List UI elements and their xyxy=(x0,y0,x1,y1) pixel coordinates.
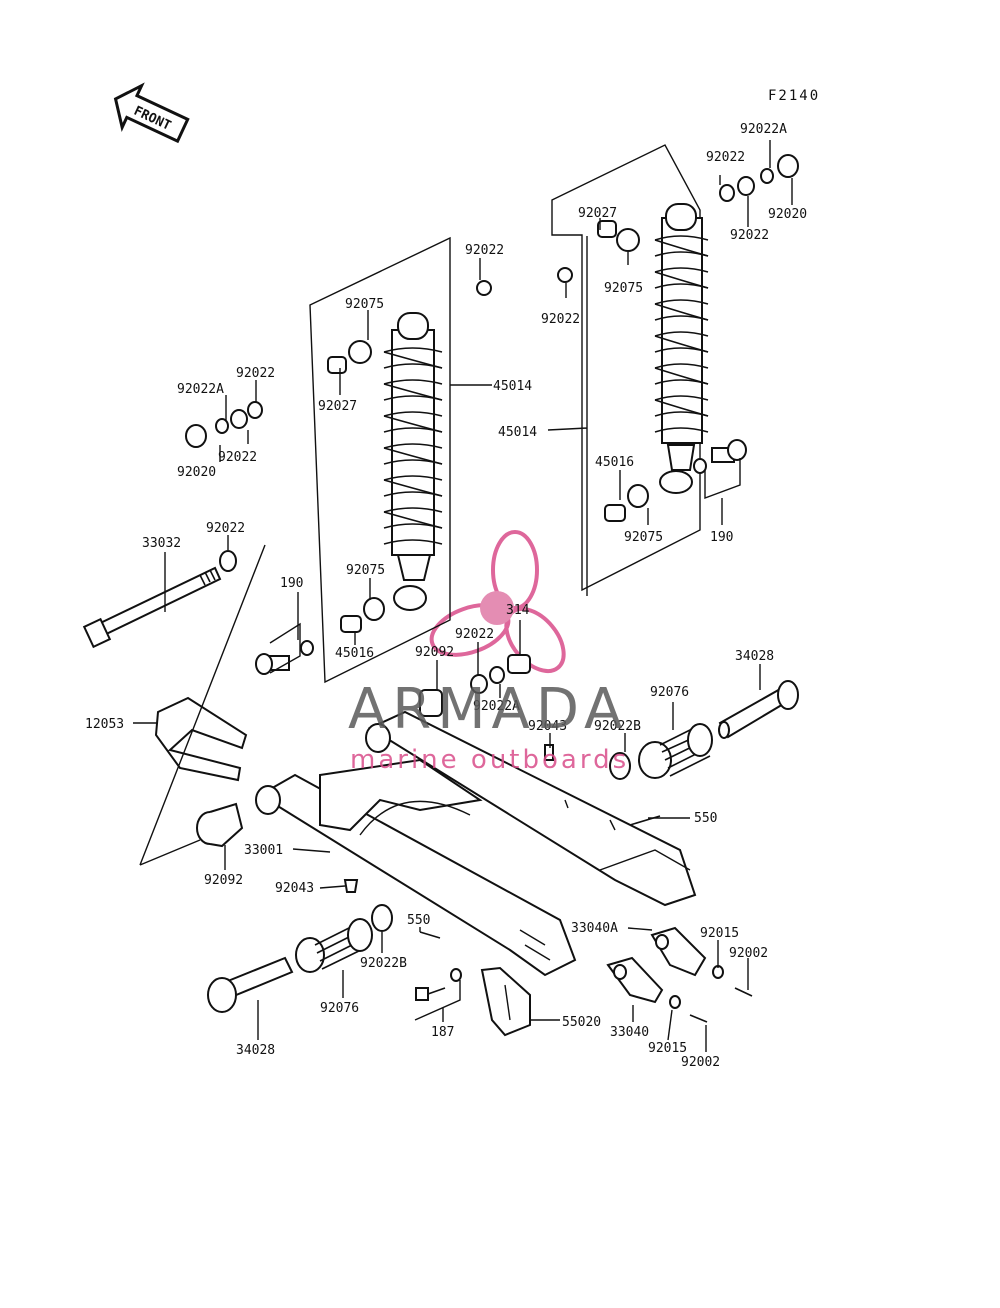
label-92015-right-top: 92015 xyxy=(700,926,739,941)
label-45014-right: 45014 xyxy=(498,425,537,440)
label-92022-right-mid: 92022 xyxy=(730,228,769,243)
label-550-left: 550 xyxy=(407,913,430,928)
label-190-left: 190 xyxy=(280,576,303,591)
label-92027-left: 92027 xyxy=(318,399,357,414)
label-92092-middle: 92092 xyxy=(415,645,454,660)
label-92027-right: 92027 xyxy=(578,206,617,221)
label-92022A-right: 92022A xyxy=(740,122,787,137)
watermark-brand: ARMADA xyxy=(348,677,628,742)
label-45016-right: 45016 xyxy=(595,455,634,470)
label-92022-right-left: 92022 xyxy=(541,312,580,327)
label-92022A-middle: 92022A xyxy=(473,699,520,714)
label-92002-right-top: 92002 xyxy=(729,946,768,961)
pivot-bolt-33032 xyxy=(82,550,237,649)
bolt-92043-left xyxy=(343,879,359,893)
label-55020: 55020 xyxy=(562,1015,601,1030)
label-314: 314 xyxy=(506,603,530,618)
right-shock-spring xyxy=(654,217,709,444)
label-92015-right-bottom: 92015 xyxy=(648,1041,687,1056)
label-92022B-left: 92022B xyxy=(360,956,407,971)
bump-rubber-92076-left xyxy=(295,904,393,973)
label-92022-top-center: 92022 xyxy=(465,243,504,258)
label-12053: 12053 xyxy=(85,717,124,732)
label-92076-right: 92076 xyxy=(650,685,689,700)
label-92022-middle: 92022 xyxy=(455,627,494,642)
label-92075-left-bottom: 92075 xyxy=(346,563,385,578)
front-arrow-icon: FRONT xyxy=(113,82,190,144)
bump-rubber-92076-right xyxy=(609,723,713,780)
label-92092-left: 92092 xyxy=(204,873,243,888)
label-92020-left: 92020 xyxy=(177,465,216,480)
label-34028-left: 34028 xyxy=(236,1043,275,1058)
label-92022-right-top: 92022 xyxy=(706,150,745,165)
label-33040: 33040 xyxy=(610,1025,649,1040)
label-33040A: 33040A xyxy=(571,921,618,936)
label-92076-left: 92076 xyxy=(320,1001,359,1016)
label-92075-right-bottom: 92075 xyxy=(624,530,663,545)
label-33032: 33032 xyxy=(142,536,181,551)
label-92022A-left: 92022A xyxy=(177,382,224,397)
label-92020-right: 92020 xyxy=(768,207,807,222)
leader-lines xyxy=(133,140,793,1052)
watermark: ARMADA marine outboards xyxy=(348,677,629,775)
label-92022-left-top: 92022 xyxy=(236,366,275,381)
label-34028-right: 34028 xyxy=(735,649,774,664)
watermark-tagline: marine outboards xyxy=(350,745,629,775)
label-92043-middle: 92043 xyxy=(528,719,567,734)
pivot-pin-34028-right xyxy=(718,680,799,739)
label-92002-right-bottom: 92002 xyxy=(681,1055,720,1070)
label-92022-left-bottom: 92022 xyxy=(218,450,257,465)
bolt-187 xyxy=(414,968,462,1021)
chain-adjuster-33040A xyxy=(650,926,753,997)
label-190-right: 190 xyxy=(710,530,733,545)
part-labels: 92022A 92022 92020 92022 92027 92075 920… xyxy=(85,122,807,1070)
swingarm-33001 xyxy=(255,710,697,977)
label-92022B-right: 92022B xyxy=(594,719,641,734)
chain-guide-12053 xyxy=(139,544,266,866)
left-shock-assembly xyxy=(185,236,531,717)
right-shock-assembly xyxy=(551,144,799,592)
label-45016-left: 45016 xyxy=(335,646,374,661)
label-92022-bolt: 92022 xyxy=(206,521,245,536)
label-187: 187 xyxy=(431,1025,454,1040)
label-92075-left-top: 92075 xyxy=(345,297,384,312)
bracket-55020 xyxy=(480,966,531,1037)
left-shock-spring xyxy=(383,329,443,556)
label-92075-right-top: 92075 xyxy=(604,281,643,296)
cotter-pin-550-left xyxy=(419,931,441,939)
chain-adjuster-33040 xyxy=(606,956,708,1023)
label-92043-left: 92043 xyxy=(275,881,314,896)
label-550-right: 550 xyxy=(694,811,717,826)
label-33001: 33001 xyxy=(244,843,283,858)
pivot-pin-34028-left xyxy=(207,956,294,1013)
label-45014-left: 45014 xyxy=(493,379,532,394)
figure-code: F2140 xyxy=(768,88,820,104)
